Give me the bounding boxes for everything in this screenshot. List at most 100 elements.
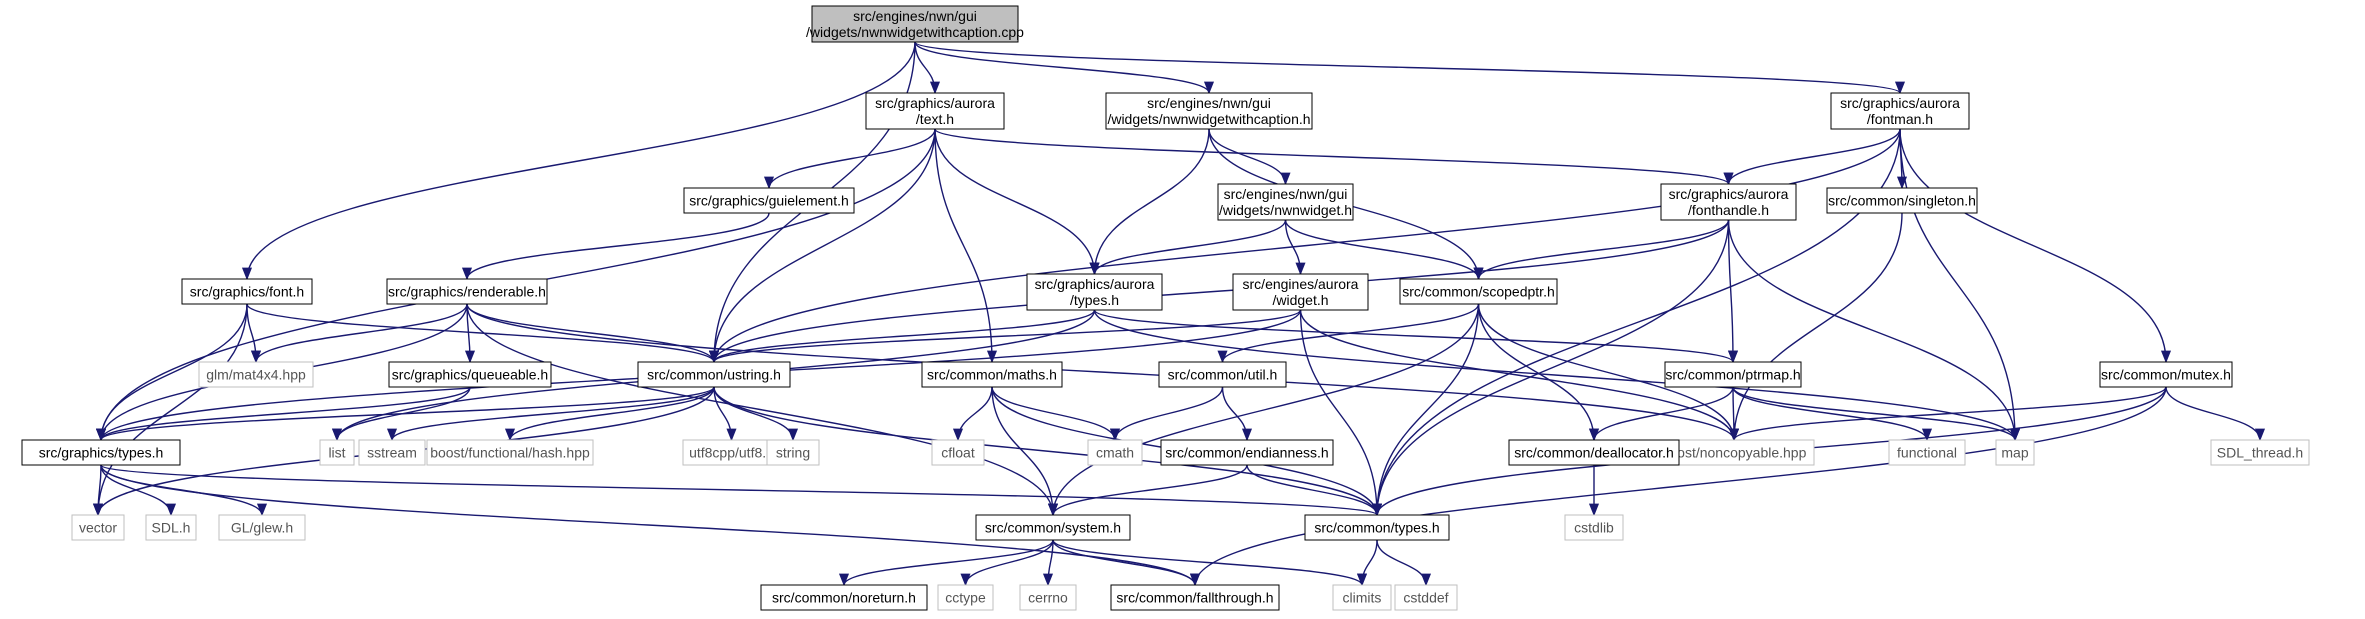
node-utf8-h: utf8cpp/utf8.h bbox=[682, 439, 781, 466]
edge-aurora_types_h-to-ptrmap_h bbox=[1093, 309, 1738, 364]
node-box bbox=[2099, 361, 2233, 388]
edge-scopedptr_h-to-common_types_h bbox=[1371, 303, 1480, 517]
node-box bbox=[1564, 514, 1624, 541]
node-label: /fontman.h bbox=[1867, 111, 1933, 127]
node-label: src/common/util.h bbox=[1168, 367, 1278, 383]
node-label: src/graphics/aurora bbox=[875, 95, 995, 111]
edge-singleton_h-to-noncopyable bbox=[1728, 212, 1903, 442]
node-common-types-h[interactable]: src/common/types.h bbox=[1304, 514, 1450, 541]
node-label: src/graphics/types.h bbox=[39, 445, 164, 461]
node-scopedptr-h[interactable]: src/common/scopedptr.h bbox=[1399, 278, 1558, 305]
node-root[interactable]: src/engines/nwn/gui/widgets/nwnwidgetwit… bbox=[806, 5, 1024, 43]
node-box bbox=[931, 439, 985, 466]
node-box bbox=[760, 584, 928, 611]
node-cstdlib: cstdlib bbox=[1564, 514, 1624, 541]
node-box bbox=[1019, 584, 1077, 611]
node-box bbox=[358, 439, 426, 466]
node-box bbox=[1399, 278, 1558, 305]
node-ptrmap-h[interactable]: src/common/ptrmap.h bbox=[1664, 361, 1802, 388]
node-cfloat: cfloat bbox=[931, 439, 985, 466]
edge-aurora_types_h-to-ustring_h bbox=[709, 309, 1096, 364]
node-box bbox=[71, 514, 125, 541]
node-endianness-h[interactable]: src/common/endianness.h bbox=[1160, 439, 1334, 466]
node-label: SDL.h bbox=[152, 520, 191, 536]
node-system-h[interactable]: src/common/system.h bbox=[975, 514, 1131, 541]
edge-common_types_h-to-cstddef bbox=[1376, 539, 1432, 587]
node-box bbox=[1160, 439, 1334, 466]
node-box bbox=[21, 439, 181, 466]
edge-ustring_h-to-common_types_h bbox=[713, 386, 1382, 517]
node-box bbox=[1830, 92, 1970, 130]
node-box bbox=[1304, 514, 1450, 541]
edge-font_h-to-gfx_types_h bbox=[95, 303, 248, 442]
node-fonthandle-h[interactable]: src/graphics/aurora/fonthandle.h bbox=[1660, 183, 1797, 221]
node-fontman-h[interactable]: src/graphics/aurora/fontman.h bbox=[1830, 92, 1970, 130]
edge-endianness_h-to-system_h bbox=[1048, 464, 1248, 517]
edge-text_h-to-fonthandle_h bbox=[934, 128, 1734, 186]
node-label: src/graphics/queueable.h bbox=[392, 367, 548, 383]
node-label: src/common/noreturn.h bbox=[772, 590, 916, 606]
edge-fontman_h-to-map bbox=[1899, 128, 2021, 442]
edge-text_h-to-ustring_h bbox=[708, 128, 936, 364]
node-font-h[interactable]: src/graphics/font.h bbox=[181, 278, 313, 305]
edge-font_h-to-mat4x4 bbox=[246, 303, 262, 364]
node-label: vector bbox=[79, 520, 117, 536]
node-box bbox=[683, 187, 855, 214]
node-label: string bbox=[776, 445, 810, 461]
node-singleton-h[interactable]: src/common/singleton.h bbox=[1826, 187, 1978, 214]
edge-system_h-to-climits bbox=[1052, 539, 1367, 587]
edge-root-to-font_h bbox=[242, 41, 916, 281]
edge-util_h-to-cmath bbox=[1110, 386, 1224, 442]
edge-maths_h-to-cfloat bbox=[952, 386, 993, 442]
node-functional: functional bbox=[1888, 439, 1966, 466]
node-nwnwidgetwithcaption-h[interactable]: src/engines/nwn/gui/widgets/nwnwidgetwit… bbox=[1105, 92, 1313, 130]
node-aurora-types-h[interactable]: src/graphics/aurora/types.h bbox=[1026, 273, 1163, 311]
node-text-h[interactable]: src/graphics/aurora/text.h bbox=[865, 92, 1005, 130]
node-box bbox=[2210, 439, 2310, 466]
node-guielement-h[interactable]: src/graphics/guielement.h bbox=[683, 187, 855, 214]
node-renderable-h[interactable]: src/graphics/renderable.h bbox=[386, 278, 548, 305]
edge-system_h-to-fallthrough_h bbox=[1052, 539, 1200, 587]
edge-fonthandle_h-to-ustring_h bbox=[709, 219, 1730, 364]
node-label: src/graphics/renderable.h bbox=[388, 284, 546, 300]
node-nwnwidget-h[interactable]: src/engines/nwn/gui/widgets/nwnwidget.h bbox=[1217, 183, 1354, 221]
node-noreturn-h[interactable]: src/common/noreturn.h bbox=[760, 584, 928, 611]
node-label: src/common/mutex.h bbox=[2101, 367, 2231, 383]
node-list: list bbox=[319, 439, 355, 466]
node-label: src/graphics/aurora bbox=[1035, 276, 1155, 292]
node-vector: vector bbox=[71, 514, 125, 541]
edge-nwnwidgetwithcaption_h-to-nwnwidget_h bbox=[1208, 128, 1291, 186]
node-mutex-h[interactable]: src/common/mutex.h bbox=[2099, 361, 2233, 388]
edge-fonthandle_h-to-scopedptr_h bbox=[1473, 219, 1730, 281]
node-hash-hpp: boost/functional/hash.hpp bbox=[426, 439, 594, 466]
node-label: sstream bbox=[367, 445, 417, 461]
node-label: src/graphics/font.h bbox=[190, 284, 304, 300]
node-ustring-h[interactable]: src/common/ustring.h bbox=[637, 361, 791, 388]
node-box bbox=[1660, 183, 1797, 221]
edge-fonthandle_h-to-ptrmap_h bbox=[1727, 219, 1739, 364]
node-maths-h[interactable]: src/common/maths.h bbox=[921, 361, 1063, 388]
node-util-h[interactable]: src/common/util.h bbox=[1158, 361, 1287, 388]
node-label: map bbox=[2001, 445, 2028, 461]
node-box bbox=[1332, 584, 1392, 611]
node-cerrno: cerrno bbox=[1019, 584, 1077, 611]
node-queueable-h[interactable]: src/graphics/queueable.h bbox=[388, 361, 552, 388]
edge-nwnwidget_h-to-scopedptr_h bbox=[1284, 219, 1484, 281]
node-gfx-types-h[interactable]: src/graphics/types.h bbox=[21, 439, 181, 466]
node-label: climits bbox=[1343, 590, 1382, 606]
edge-nwnwidgetwithcaption_h-to-aurora_types_h bbox=[1089, 128, 1210, 276]
edge-fonthandle_h-to-map bbox=[1727, 219, 2021, 442]
node-label: src/engines/nwn/gui bbox=[1147, 95, 1271, 111]
node-deallocator-h[interactable]: src/common/deallocator.h bbox=[1508, 439, 1680, 466]
node-fallthrough-h[interactable]: src/common/fallthrough.h bbox=[1110, 584, 1280, 611]
node-sdl-h: SDL.h bbox=[145, 514, 197, 541]
node-box bbox=[811, 5, 1019, 43]
edge-renderable_h-to-noncopyable bbox=[466, 303, 1739, 442]
node-box bbox=[386, 278, 548, 305]
edge-gfx_types_h-to-common_types_h bbox=[100, 464, 1382, 517]
node-box bbox=[388, 361, 552, 388]
edge-renderable_h-to-ustring_h bbox=[466, 303, 719, 364]
edge-ptrmap_h-to-functional bbox=[1732, 386, 1932, 442]
node-widget-h[interactable]: src/engines/aurora/widget.h bbox=[1232, 273, 1369, 311]
